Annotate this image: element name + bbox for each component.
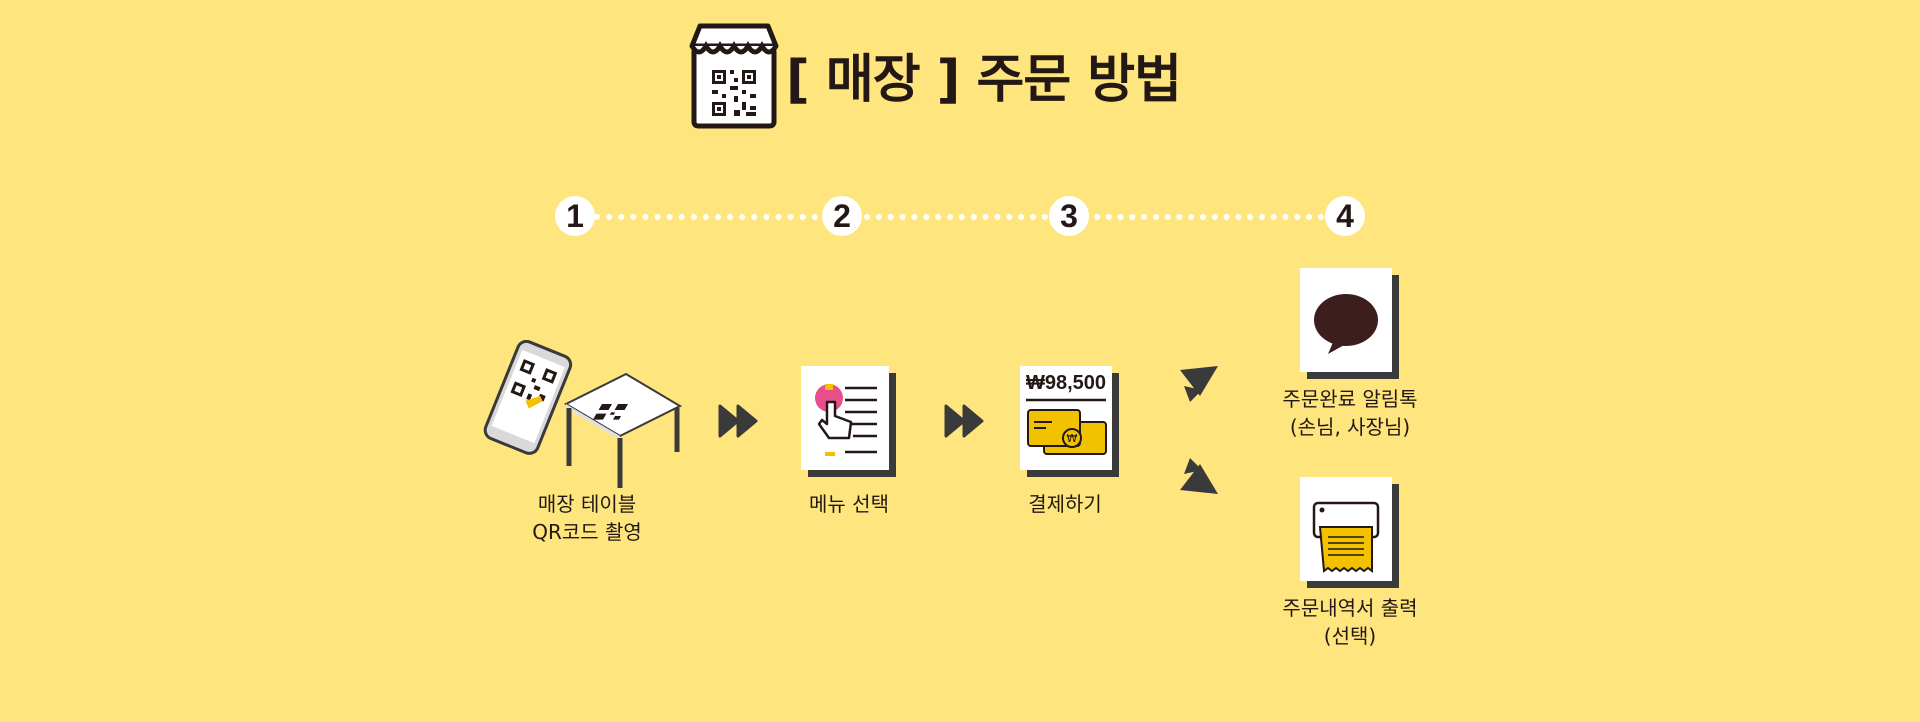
double-arrow-icon [944,404,986,442]
step4a-label: 주문완료 알림톡 (손님, 사장님) [1282,385,1417,441]
chat-bubble-icon [1314,294,1378,354]
payment-card: ₩98,500 ₩ [1020,366,1112,470]
step-number-2: 2 [822,196,862,236]
step4b-label-line2: (선택) [1323,624,1377,648]
double-arrow-icon [718,404,760,442]
step2-label: 메뉴 선택 [809,492,889,516]
step4b-label-line1: 주문내역서 출력 [1282,596,1418,620]
timeline-dots-2 [864,214,1048,220]
step-number-4: 4 [1325,196,1365,236]
step-number-3: 3 [1049,196,1089,236]
menu-card-icon [801,366,889,470]
receipt-printer-icon [1312,501,1380,573]
chat-bubble-card [1300,268,1392,372]
step4b-label: 주문내역서 출력 (선택) [1282,594,1417,650]
step4a-label-line1: 주문완료 알림톡 [1282,387,1418,411]
payment-price: ₩98,500 [1026,372,1107,394]
svg-text:₩: ₩ [1067,432,1078,445]
arrow-up-right-icon [1176,362,1222,410]
phone-scanning-table-qr-icon [474,339,684,494]
page-title: [ 매장 ] 주문 방법 [786,50,1182,110]
timeline-dots-3 [1094,214,1324,220]
receipt-printer-card [1300,477,1392,581]
step4a-label-line2: (손님, 사장님) [1289,415,1411,439]
step1-label-line1: 매장 테이블 [537,492,637,516]
step-number-1: 1 [555,196,595,236]
timeline-dots-1 [594,214,818,220]
step1-label-line2: QR코드 촬영 [532,520,642,544]
arrow-down-right-icon [1176,454,1222,502]
store-qr-icon [686,22,782,134]
step3-label: 결제하기 [1028,492,1102,516]
step1-label: 매장 테이블 QR코드 촬영 [532,490,642,546]
credit-card-coin-icon: ₩ [1026,398,1107,455]
